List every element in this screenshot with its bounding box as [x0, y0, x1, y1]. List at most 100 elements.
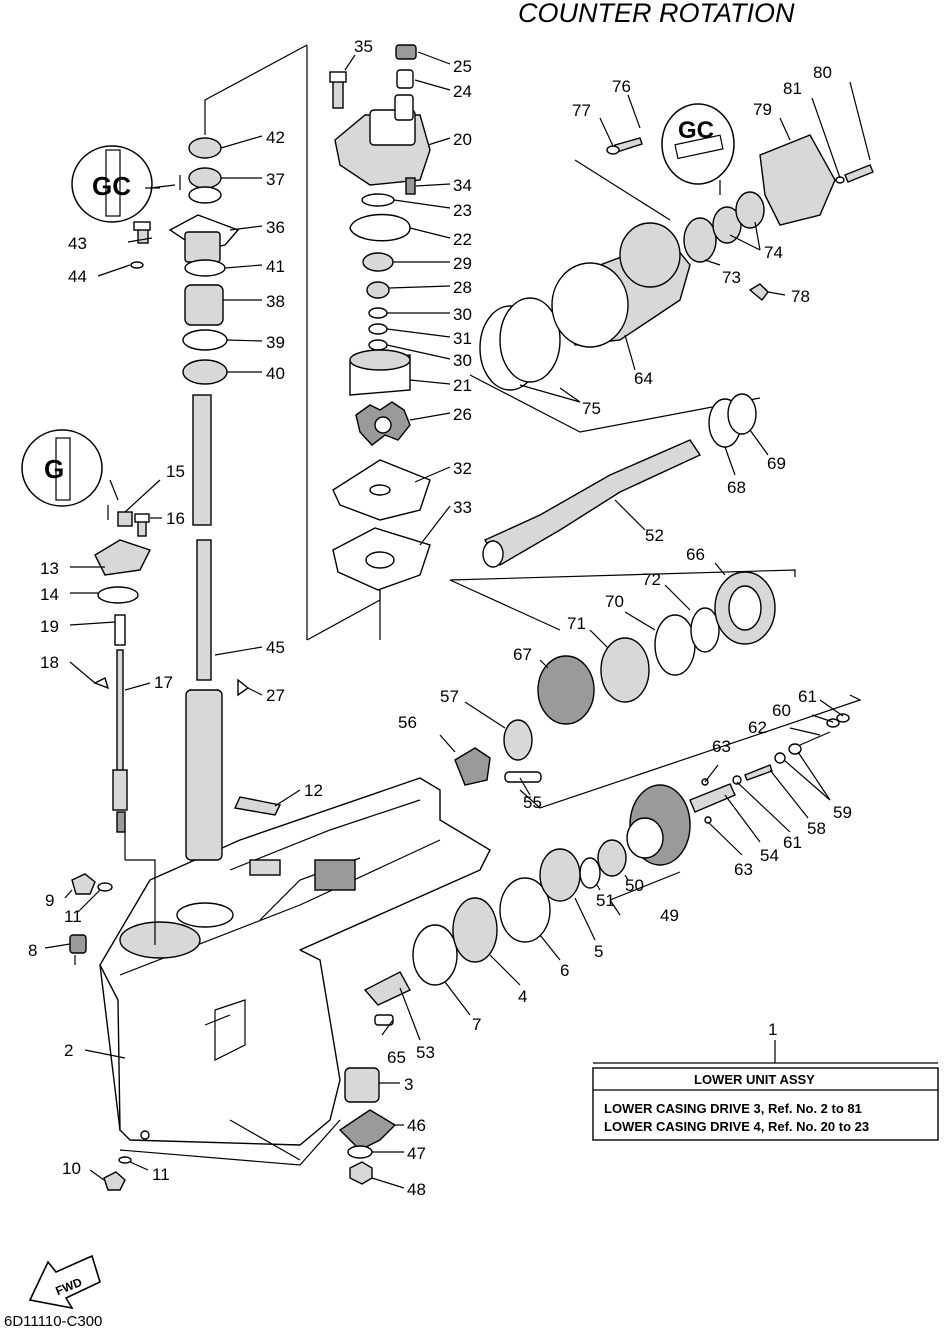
- callout-33: 33: [453, 498, 472, 517]
- callout-15: 15: [166, 462, 185, 481]
- water-pump-parts: [329, 44, 431, 591]
- callout-56: 56: [398, 713, 417, 732]
- shift-rod-parts: [93, 511, 151, 833]
- callout-25: 25: [453, 57, 472, 76]
- lower-casing: [99, 777, 491, 1146]
- callout-32: 32: [453, 459, 472, 478]
- callout-34: 34: [453, 176, 472, 195]
- callout-42: 42: [266, 128, 285, 147]
- rear-bearing-parts: [412, 784, 691, 986]
- bracket-lines: [74, 44, 862, 1166]
- callout-22: 22: [453, 230, 472, 249]
- callout-13: 13: [40, 559, 59, 578]
- callout-21: 21: [453, 376, 472, 395]
- callout-7: 7: [472, 1015, 481, 1034]
- callout-24: 24: [453, 82, 472, 101]
- callout-69: 69: [767, 454, 786, 473]
- callout-73: 73: [722, 268, 741, 287]
- callout-31: 31: [453, 329, 472, 348]
- callout-2: 2: [64, 1041, 73, 1060]
- callout-65: 65: [387, 1048, 406, 1067]
- callout-62: 62: [748, 718, 767, 737]
- callout-35: 35: [354, 37, 373, 56]
- svg-text:GC: GC: [678, 117, 714, 144]
- grease-icon-c: GC: [661, 103, 735, 185]
- callout-17: 17: [154, 673, 173, 692]
- callout-58: 58: [807, 819, 826, 838]
- assembly-box: 1 LOWER UNIT ASSY LOWER CASING DRIVE 3, …: [592, 1020, 939, 1141]
- callout-64: 64: [634, 369, 653, 388]
- grease-icon-b: G: [21, 429, 103, 507]
- diagram-title: COUNTER ROTATION: [518, 0, 795, 28]
- callout-30a: 30: [453, 305, 472, 324]
- callout-68: 68: [727, 478, 746, 497]
- callout-19: 19: [40, 617, 59, 636]
- svg-text:GC: GC: [92, 171, 131, 201]
- callout-28: 28: [453, 278, 472, 297]
- casing-fasteners: [69, 873, 132, 1191]
- callout-6: 6: [560, 961, 569, 980]
- callout-26: 26: [453, 405, 472, 424]
- callout-74: 74: [764, 243, 783, 262]
- assembly-heading: LOWER UNIT ASSY: [694, 1072, 815, 1087]
- callout-29: 29: [453, 254, 472, 273]
- callout-9: 9: [45, 891, 54, 910]
- callout-16: 16: [166, 509, 185, 528]
- callout-55: 55: [523, 793, 542, 812]
- fwd-arrow-icon: FWD: [28, 1254, 101, 1310]
- callout-75: 75: [582, 399, 601, 418]
- driveshaft-parts: [130, 137, 282, 861]
- callout-1: 1: [768, 1020, 777, 1039]
- callout-11b: 11: [152, 1165, 170, 1184]
- assembly-line-1: LOWER CASING DRIVE 3, Ref. No. 2 to 81: [604, 1101, 862, 1116]
- callout-51: 51: [596, 891, 615, 910]
- callout-12: 12: [304, 781, 323, 800]
- callout-67: 67: [513, 645, 532, 664]
- grease-icon-a: GC: [71, 145, 153, 223]
- callout-30b: 30: [453, 351, 472, 370]
- callout-50: 50: [625, 876, 644, 895]
- callout-48: 48: [407, 1180, 426, 1199]
- callout-61a: 61: [783, 833, 802, 852]
- callout-70: 70: [605, 592, 624, 611]
- callout-78: 78: [791, 287, 810, 306]
- callout-60: 60: [772, 701, 791, 720]
- callout-43: 43: [68, 234, 87, 253]
- callout-49: 49: [660, 906, 679, 925]
- assembly-line-2: LOWER CASING DRIVE 4, Ref. No. 20 to 23: [604, 1119, 869, 1134]
- callout-63a: 63: [712, 737, 731, 756]
- callout-14: 14: [40, 585, 59, 604]
- callout-10: 10: [62, 1159, 81, 1178]
- callout-45: 45: [266, 638, 285, 657]
- callout-8: 8: [28, 941, 37, 960]
- callout-5: 5: [594, 942, 603, 961]
- diagram-code: 6D11110-C300: [4, 1313, 102, 1329]
- callout-38: 38: [266, 292, 285, 311]
- callout-72: 72: [642, 570, 661, 589]
- callout-39: 39: [266, 333, 285, 352]
- callout-71: 71: [567, 614, 586, 633]
- callout-46: 46: [407, 1116, 426, 1135]
- callout-53: 53: [416, 1043, 435, 1062]
- callout-18: 18: [40, 653, 59, 672]
- callout-23: 23: [453, 201, 472, 220]
- callout-27: 27: [266, 686, 285, 705]
- callout-63b: 63: [734, 860, 753, 879]
- callout-44: 44: [68, 267, 87, 286]
- svg-text:G: G: [44, 454, 64, 484]
- cap-parts: [479, 134, 874, 391]
- callout-36: 36: [266, 218, 285, 237]
- callout-81: 81: [783, 79, 802, 98]
- callout-3: 3: [404, 1075, 413, 1094]
- callout-11a: 11: [64, 907, 82, 926]
- callout-79: 79: [753, 100, 772, 119]
- callout-47: 47: [407, 1144, 426, 1163]
- callout-4: 4: [518, 987, 527, 1006]
- callout-59: 59: [833, 803, 852, 822]
- callout-54: 54: [760, 846, 779, 865]
- shift-plunger-parts: [689, 713, 850, 824]
- callout-52: 52: [645, 526, 664, 545]
- callout-61b: 61: [798, 687, 817, 706]
- leader-lines: [44, 51, 871, 1189]
